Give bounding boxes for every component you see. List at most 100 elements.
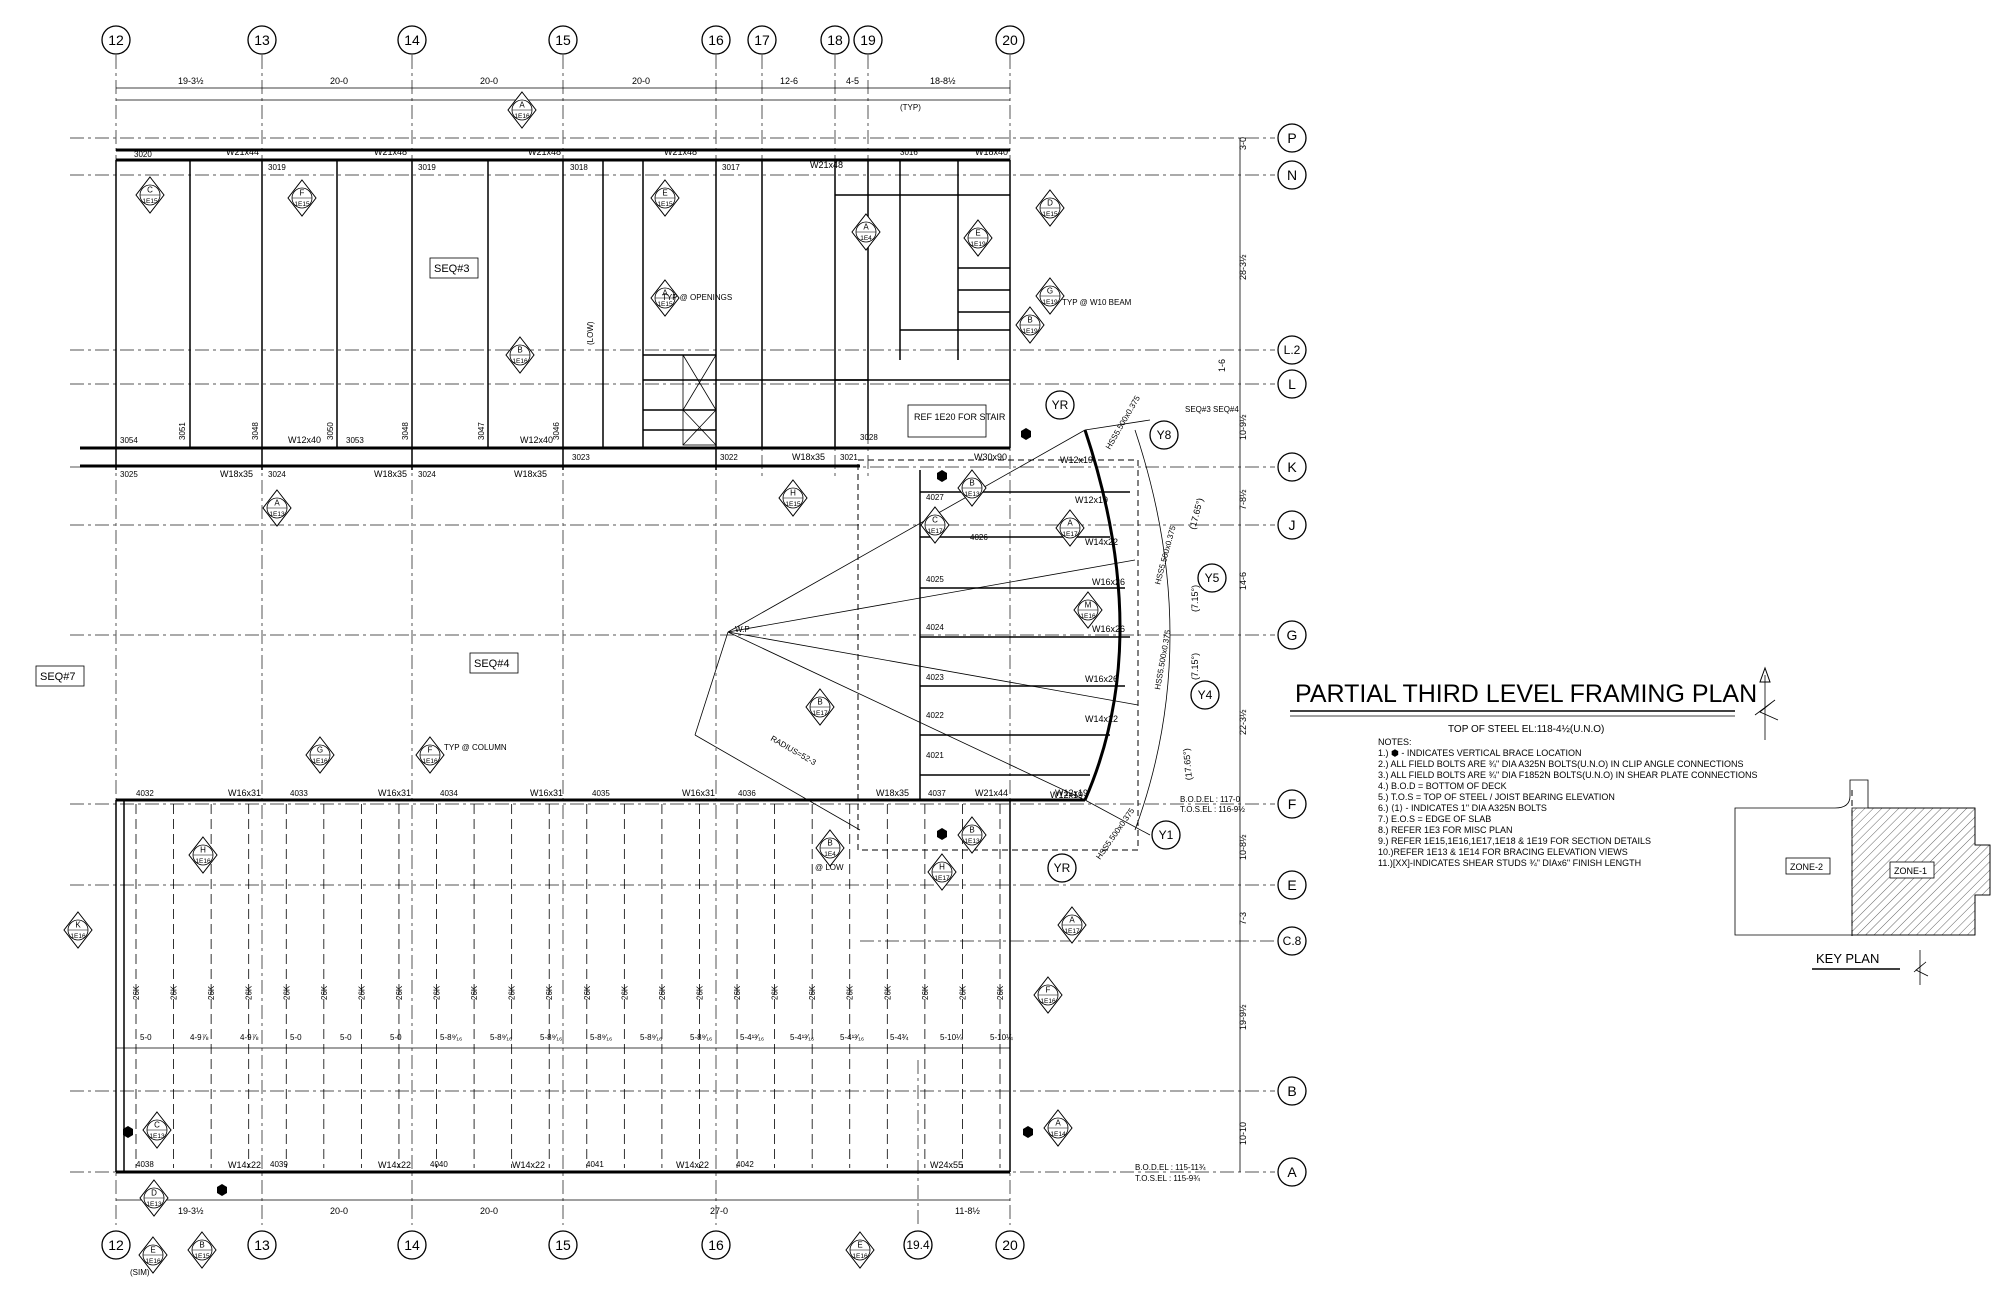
beam-labels: W21x44 W21x48 W21x48 W21x48 W21x48 W18x4… [220, 147, 1093, 1170]
curved-mark-4: 4024 [926, 623, 944, 632]
section-callout-letter: E [857, 1241, 862, 1250]
dim-right-9: 7-3 [1238, 912, 1248, 925]
joist-label: 26K [170, 985, 179, 1000]
grid-bubble-B: B [1287, 1083, 1296, 1099]
section-callout-letter: K [75, 921, 81, 930]
dim-top-3: 20-0 [480, 76, 498, 86]
joist-spacing-label: 5-4¹³⁄₁₆ [790, 1033, 814, 1042]
pm-r2-2: 3024 [268, 470, 286, 479]
dim-right-2: 28-3½ [1238, 254, 1248, 280]
section-callout-sheet: 1E15 [785, 501, 801, 508]
brace-hex-icon [217, 1184, 227, 1196]
pm-k-8: 3046 [552, 422, 561, 440]
key-plan: ZONE-2 ZONE-1 KEY PLAN [1734, 779, 1991, 985]
dim-right-7: 22-3½ [1238, 709, 1248, 735]
pm-a-5: 4042 [736, 1160, 754, 1169]
brace-hex-icon [937, 470, 947, 482]
section-callout-letter: C [147, 186, 153, 195]
grid-bubble-13-bottom: 13 [254, 1237, 270, 1253]
section-callout-letter: H [200, 846, 206, 855]
joist-label: 26K [132, 985, 141, 1000]
section-callout-letter: A [519, 101, 525, 110]
section-callout-sheet: 1E16 [512, 358, 528, 365]
top-dimensions: 19-3½ 20-0 20-0 20-0 12-6 4-5 18-8½ [116, 76, 1010, 101]
section-callout-sheet: 1E15 [194, 1253, 210, 1260]
section-callout-letter: H [939, 863, 945, 872]
section-callout[interactable]: B 1E15 [187, 1231, 217, 1269]
section-callout-letter: B [199, 1241, 204, 1250]
drawing-subtitle: TOP OF STEEL EL:118-4½(U.N.O) [1448, 724, 1604, 735]
beam-f-2: W16x31 [378, 788, 411, 798]
brace-hex-icon [1023, 1126, 1033, 1138]
section-callout-sheet: 1E4 [824, 851, 836, 858]
dim-bottom-1: 19-3½ [178, 1206, 204, 1216]
curved-mark-6: 4022 [926, 711, 944, 720]
curved-mark-3: 4025 [926, 575, 944, 584]
grid-bubble-J: J [1289, 517, 1296, 533]
section-callout[interactable]: F 1E16 [1033, 976, 1063, 1014]
pm-k-2: 3051 [178, 422, 187, 440]
typ-w10-note: TYP @ W10 BEAM [1062, 298, 1132, 307]
curved-beam-3: W16x26 [1092, 577, 1125, 587]
beam-f-7: W12x19 [1055, 788, 1088, 798]
section-callout-sheet: 1E16 [1040, 998, 1056, 1005]
section-callout-letter: F [1046, 986, 1051, 995]
dim-right-5: 7-8½ [1238, 489, 1248, 510]
angle-2: (7.15°) [1190, 585, 1200, 612]
joist-spacing-label: 5-8⁹⁄₁₆ [590, 1033, 612, 1042]
bod-el-f: B.O.D.EL : 117-0 [1180, 795, 1241, 804]
note-7: 7.) E.O.S = EDGE OF SLAB [1378, 814, 1491, 824]
joist-label: 26K [395, 985, 404, 1000]
piece-marks: 3020 3019 3019 3018 3017 3016 3054 3051 … [120, 148, 946, 1169]
beam-k-1: W12x40 [288, 435, 321, 445]
section-callout-letter: B [817, 698, 822, 707]
radial-bubble-Y8: Y8 [1157, 428, 1172, 442]
section-callout-letter: E [150, 1246, 155, 1255]
joist-label: 26K [883, 985, 892, 1000]
pm-top-6: 3016 [900, 148, 918, 157]
grid-bubble-18-top: 18 [827, 32, 843, 48]
beam-a-4: W14x22 [676, 1160, 709, 1170]
pm-k-9: 3023 [572, 453, 590, 462]
joist-label: 26K [470, 985, 479, 1000]
joist-spacing-label: 5-0 [340, 1033, 352, 1042]
key-north-arrow-icon [1913, 950, 1929, 985]
radius-label: RADIUS=52-3 [769, 734, 818, 768]
section-callout-letter: A [1069, 916, 1075, 925]
title-block: PARTIAL THIRD LEVEL FRAMING PLAN TOP OF … [1290, 666, 1779, 740]
section-callout-sheet: 1E15 [657, 301, 673, 308]
joist-spacing-label: 5-8⁹⁄₁₆ [490, 1033, 512, 1042]
vertical-brace-markers [123, 428, 1033, 1196]
